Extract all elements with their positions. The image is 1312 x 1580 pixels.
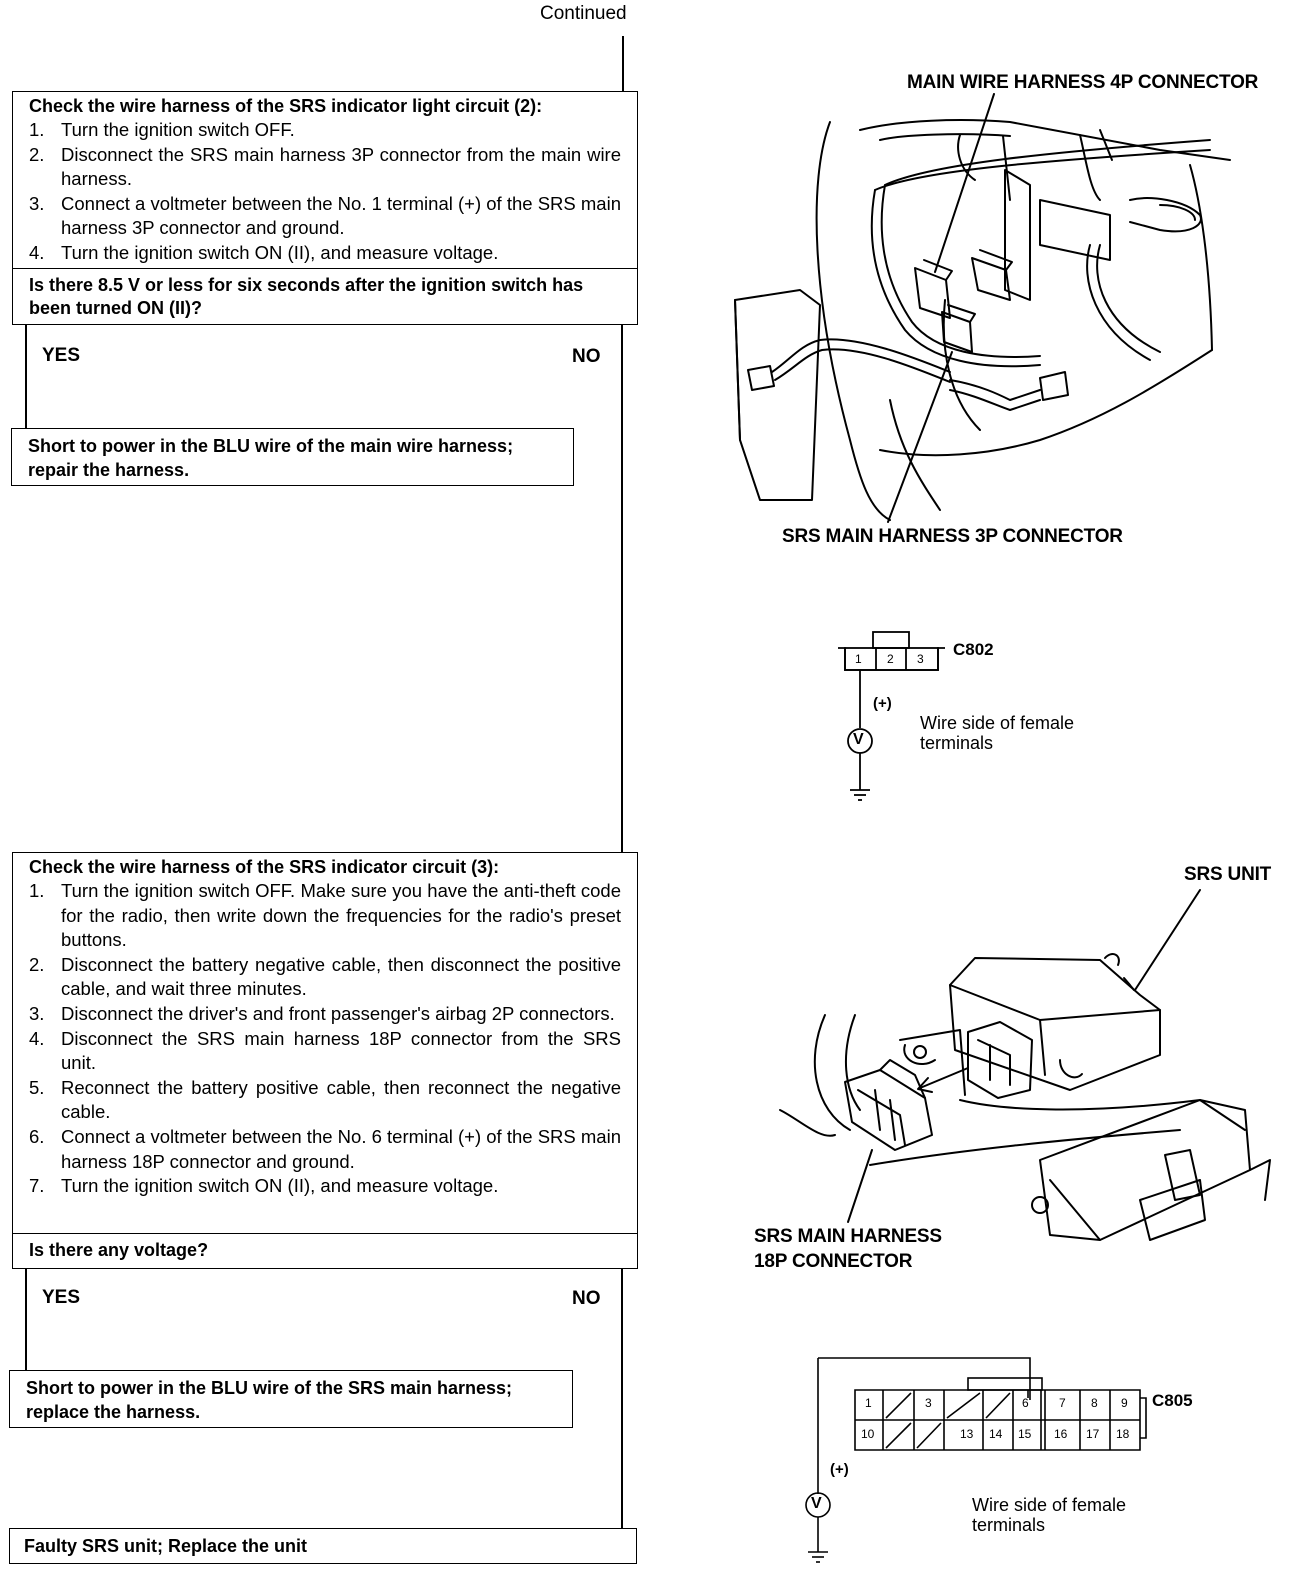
fig2-label-srs-18p-connector: SRS MAIN HARNESS 18P CONNECTOR [754, 1226, 942, 1272]
list-item: 4.Turn the ignition switch ON (II), and … [29, 241, 499, 263]
c805-pin-13: 13 [960, 1427, 974, 1441]
flow-line-top [622, 36, 624, 91]
c805-pin-9: 9 [1121, 1396, 1128, 1410]
c805-pin-17: 17 [1086, 1427, 1100, 1441]
step2-question-box: Is there 8.5 V or less for six seconds a… [12, 268, 638, 325]
c802-plus-label: (+) [873, 695, 892, 712]
list-item: 6.Connect a voltmeter between the No. 6 … [29, 1125, 621, 1172]
c805-note: Wire side of female terminals [972, 1495, 1127, 1535]
c805-pin-14: 14 [989, 1427, 1003, 1441]
step2-result: Short to power in the BLU wire of the ma… [28, 436, 514, 480]
c805-pin-3: 3 [925, 1396, 932, 1410]
step3-question-box: Is there any voltage? [12, 1233, 638, 1269]
step3-procedure-box: Check the wire harness of the SRS indica… [12, 852, 638, 1234]
c802-pin-2: 2 [887, 652, 894, 666]
step3-no-label: NO [572, 1288, 601, 1309]
list-item: 1.Turn the ignition switch OFF. [29, 119, 295, 140]
step3-steps: 1.Turn the ignition switch OFF. Make sur… [29, 879, 621, 1199]
c805-pin-16: 16 [1054, 1427, 1068, 1441]
c805-pin-6: 6 [1022, 1396, 1029, 1410]
continued-label: Continued [540, 3, 627, 24]
c805-plus-label: (+) [830, 1461, 849, 1478]
list-item: 3.Disconnect the driver's and front pass… [29, 1002, 615, 1024]
list-item: 7.Turn the ignition switch ON (II), and … [29, 1175, 499, 1197]
list-item: 3.Connect a voltmeter between the No. 1 … [29, 192, 621, 239]
step3-question: Is there any voltage? [29, 1240, 209, 1260]
step3-result-box: Short to power in the BLU wire of the SR… [9, 1370, 573, 1428]
step2-procedure-box: Check the wire harness of the SRS indica… [12, 91, 638, 269]
step2-steps: 1.Turn the ignition switch OFF. 2.Discon… [29, 118, 621, 266]
c805-pin-18: 18 [1116, 1427, 1130, 1441]
step3-yes-label: YES [42, 1287, 81, 1308]
flow-line-yes1 [25, 324, 27, 428]
step3-final-result: Faulty SRS unit; Replace the unit [24, 1536, 308, 1556]
step3-title: Check the wire harness of the SRS indica… [29, 857, 500, 877]
step3-result: Short to power in the BLU wire of the SR… [26, 1378, 513, 1422]
c802-note: Wire side of female terminals [920, 713, 1075, 753]
step3-final-box: Faulty SRS unit; Replace the unit [9, 1528, 637, 1564]
fig2-label-srs-unit: SRS UNIT [1184, 864, 1272, 885]
c805-pin-15: 15 [1018, 1427, 1032, 1441]
fig1-label-srs-3p-connector: SRS MAIN HARNESS 3P CONNECTOR [782, 526, 1123, 547]
c805-pin-7: 7 [1059, 1396, 1066, 1410]
list-item: 5.Reconnect the battery positive cable, … [29, 1076, 621, 1123]
flow-line-no2 [621, 1268, 623, 1530]
c802-connector-id: C802 [953, 640, 994, 659]
c802-voltmeter-icon: V [853, 731, 864, 748]
c805-connector-id: C805 [1152, 1391, 1193, 1410]
c802-pin-1: 1 [855, 652, 862, 666]
c805-pin-1: 1 [865, 1396, 872, 1410]
c802-pin-3: 3 [917, 652, 924, 666]
fig1-label-main-harness-4p: MAIN WIRE HARNESS 4P CONNECTOR [907, 72, 1259, 93]
list-item: 4.Disconnect the SRS main harness 18P co… [29, 1027, 621, 1074]
list-item: 2.Disconnect the SRS main harness 3P con… [29, 143, 621, 190]
c805-voltmeter-icon: V [811, 1495, 822, 1512]
step2-no-label: NO [572, 346, 601, 367]
flow-line-no1 [621, 324, 623, 852]
step2-title: Check the wire harness of the SRS indica… [29, 96, 543, 116]
list-item: 1.Turn the ignition switch OFF. Make sur… [29, 880, 621, 951]
step2-question: Is there 8.5 V or less for six seconds a… [29, 275, 584, 318]
list-item: 2.Disconnect the battery negative cable,… [29, 953, 621, 1000]
step2-yes-label: YES [42, 345, 81, 366]
flow-line-yes2 [25, 1268, 27, 1372]
c805-pin-10: 10 [861, 1427, 875, 1441]
c805-pin-8: 8 [1091, 1396, 1098, 1410]
step2-result-box: Short to power in the BLU wire of the ma… [11, 428, 574, 486]
